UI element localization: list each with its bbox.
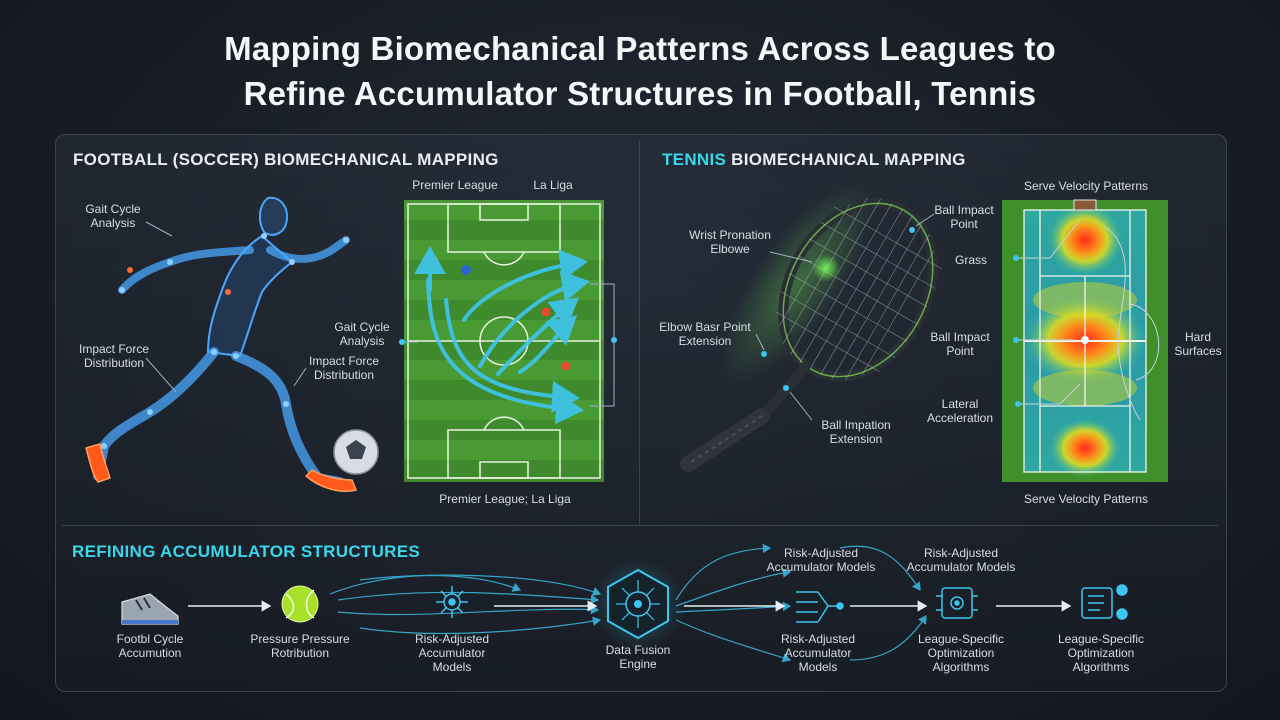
accumulator-node-4-label: Data Fusion Engine: [605, 643, 671, 671]
network-node-icon: [436, 586, 468, 618]
serve-velocity-bottom-label: Serve Velocity Patterns: [1023, 492, 1149, 506]
lateral-acceleration-label: Lateral Acceleration: [926, 397, 994, 425]
hard-surfaces-label: Hard Surfaces: [1174, 330, 1222, 358]
accumulator-node-1-label: Footbl Cycle Accumution: [116, 632, 184, 660]
premier-league-label: Premier League: [412, 178, 498, 192]
accumulator-top-label-2: Risk-Adjusted Accumulator Models: [906, 546, 1016, 574]
football-bottom-label: Premier League; La Liga: [439, 492, 571, 506]
gait-cycle-field-label: Gait Cycle Analysis: [334, 320, 390, 348]
football-ball: [333, 429, 379, 475]
football-section-heading: FOOTBALL (SOCCER) BIOMECHANICAL MAPPING: [73, 150, 499, 169]
impact-force-label-mid: Impact Force Distribution: [308, 354, 380, 382]
accumulator-top-label-1: Risk-Adjusted Accumulator Models: [766, 546, 876, 574]
ball-impact-mid-label: Ball Impact Point: [930, 330, 990, 358]
serve-velocity-top-label: Serve Velocity Patterns: [1023, 179, 1149, 193]
la-liga-label: La Liga: [533, 178, 573, 192]
grass-label: Grass: [954, 253, 987, 267]
soccer-field: [399, 200, 617, 482]
accumulator-node-6-label: League-Specific Optimization Algorithms: [917, 632, 1005, 674]
list-check-icon: [1081, 584, 1128, 620]
shoe-icon: [121, 593, 179, 625]
gait-cycle-label: Gait Cycle Analysis: [85, 202, 141, 230]
tennis-court-heatmap: [1002, 199, 1168, 482]
tennis-heading-rest: BIOMECHANICAL MAPPING: [726, 150, 966, 169]
impact-force-label-left: Impact Force Distribution: [78, 342, 150, 370]
accumulator-node-3-label: Risk-Adjusted Accumulator Models: [414, 632, 490, 674]
page-title-line-1: Mapping Biomechanical Patterns Across Le…: [224, 30, 1056, 67]
tennis-heading-accent: TENNIS: [662, 150, 727, 169]
ball-impact-extension-label: Ball Impation Extension: [821, 418, 891, 446]
horizontal-divider: [62, 525, 1218, 526]
elbow-extension-label: Elbow Basr Point Extension: [659, 320, 751, 348]
football-player-figure: [85, 196, 357, 492]
chip-icon: [936, 587, 978, 619]
football-callout-lines: [145, 221, 307, 393]
accumulator-node-2-label: Pressure Pressure Rotribution: [250, 632, 350, 660]
tennis-racket: [680, 183, 942, 472]
tennis-section-heading: TENNIS BIOMECHANICAL MAPPING: [662, 150, 966, 170]
accumulator-section-heading: REFINING ACCUMULATOR STRUCTURES: [72, 542, 421, 561]
data-fusion-engine-icon: [592, 558, 684, 650]
vertical-divider: [639, 140, 640, 525]
tennis-ball-icon: [281, 585, 319, 623]
wrist-pronation-label: Wrist Pronation Elbowe: [689, 228, 771, 256]
ball-impact-top-label: Ball Impact Point: [934, 203, 994, 231]
accumulator-flow: [121, 543, 1128, 663]
accumulator-node-7-label: League-Specific Optimization Algorithms: [1057, 632, 1145, 674]
accumulator-node-5-label: Risk-Adjusted Accumulator Models: [780, 632, 856, 674]
branch-icon: [796, 591, 844, 623]
page-title-line-2: Refine Accumulator Structures in Footbal…: [243, 75, 1037, 112]
